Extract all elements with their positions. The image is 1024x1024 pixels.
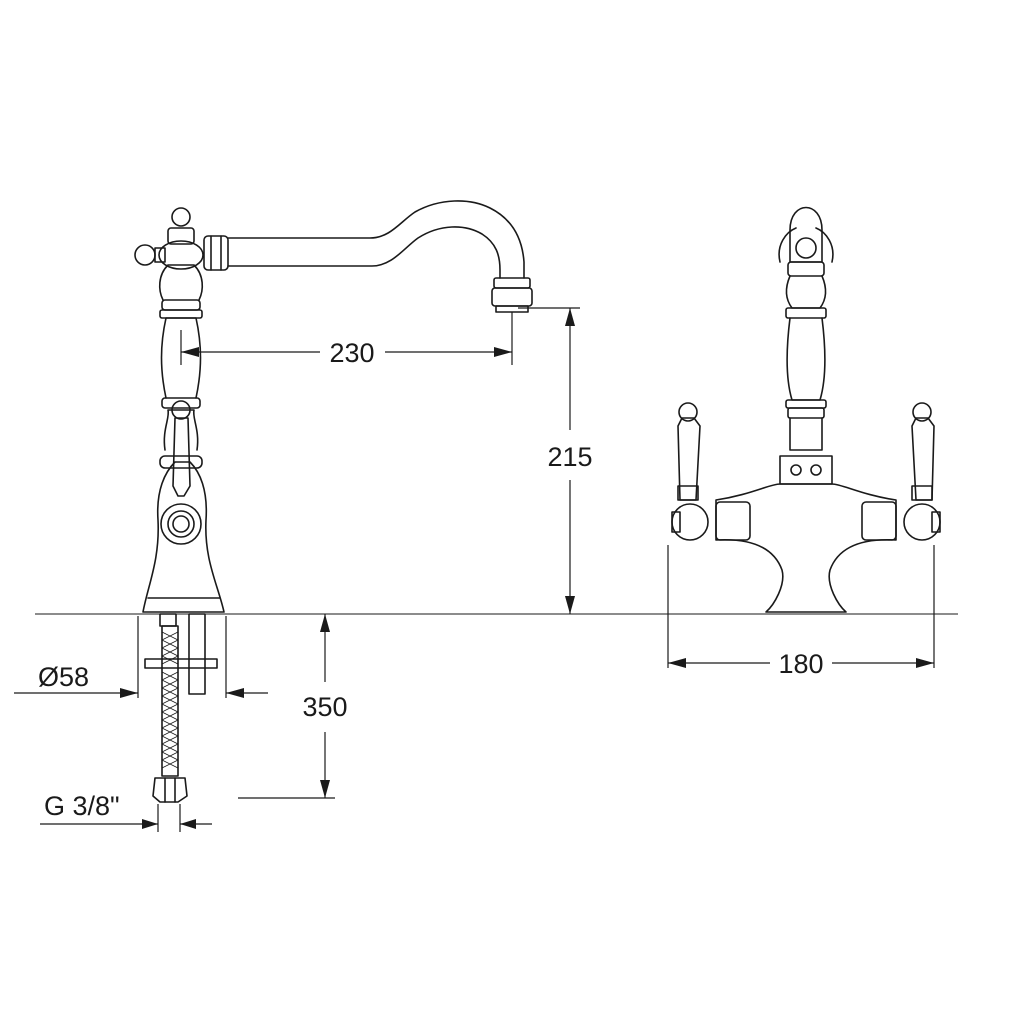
span-dimension bbox=[667, 545, 935, 668]
height-label: 215 bbox=[547, 442, 592, 472]
diameter-label: Ø58 bbox=[38, 662, 89, 692]
span-label: 180 bbox=[778, 649, 823, 679]
side-view-faucet bbox=[134, 200, 533, 803]
front-view-faucet bbox=[671, 206, 941, 613]
reach-dimension bbox=[180, 312, 513, 365]
connection-label: G 3/8" bbox=[44, 791, 120, 821]
shank-dimension bbox=[238, 614, 335, 799]
diameter-dimension bbox=[14, 616, 268, 698]
connection-dimension bbox=[40, 804, 212, 832]
reach-label: 230 bbox=[329, 338, 374, 368]
shank-label: 350 bbox=[302, 692, 347, 722]
height-dimension bbox=[518, 307, 580, 614]
